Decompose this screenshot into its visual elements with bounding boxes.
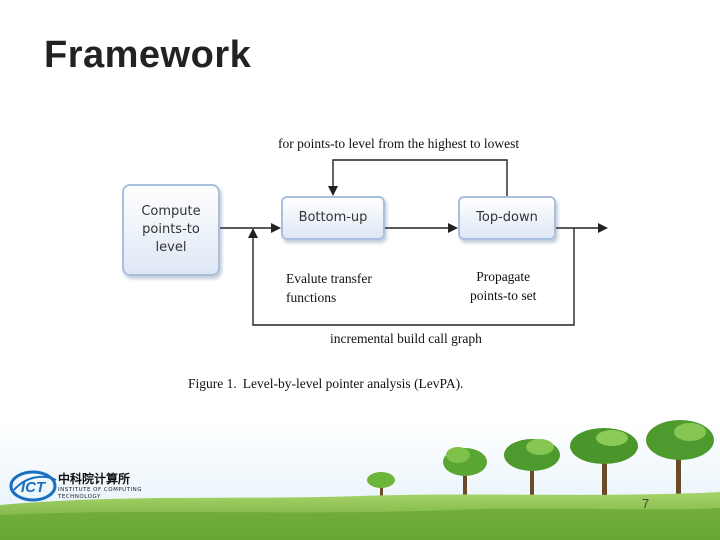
tree-icon bbox=[504, 439, 560, 507]
top-down-description: Propagate points-to set bbox=[470, 269, 537, 303]
figure-caption-number: Figure 1. bbox=[188, 376, 237, 391]
tree-icon bbox=[367, 472, 395, 506]
slide-title: Framework bbox=[44, 34, 252, 76]
bottom-up-description: Evalute transfer functions bbox=[286, 271, 372, 305]
ict-logo-chinese: 中科院计算所 bbox=[58, 472, 131, 486]
bottom-up-node: Bottom-up bbox=[281, 196, 385, 240]
ict-logo-english: INSTITUTE OF COMPUTING TECHNOLOGY bbox=[58, 487, 143, 500]
compute-points-to-level-node: Compute points-to level bbox=[122, 184, 220, 276]
top-loop-label: for points-to level from the highest to … bbox=[278, 136, 520, 151]
figure-caption: Figure 1. Level-by-level pointer analysis… bbox=[188, 376, 463, 392]
arrow-top-loop bbox=[328, 159, 508, 196]
page-number: 7 bbox=[642, 496, 650, 511]
tree-icon bbox=[570, 428, 638, 507]
bottom-loop-label: incremental build call graph bbox=[330, 331, 482, 346]
ict-logo-mark: ICT bbox=[21, 479, 47, 496]
ict-logo: ICT bbox=[9, 470, 57, 502]
top-down-node: Top-down bbox=[458, 196, 556, 240]
compute-node-label: Compute points-to level bbox=[141, 204, 201, 255]
tree-icon bbox=[646, 420, 714, 508]
bottom-up-node-label: Bottom-up bbox=[298, 210, 368, 225]
arrow-bottom-loop bbox=[248, 228, 575, 326]
figure-caption-text: Level-by-level pointer analysis (LevPA). bbox=[242, 376, 464, 391]
top-down-node-label: Top-down bbox=[476, 210, 538, 225]
tree-icon bbox=[443, 447, 487, 505]
